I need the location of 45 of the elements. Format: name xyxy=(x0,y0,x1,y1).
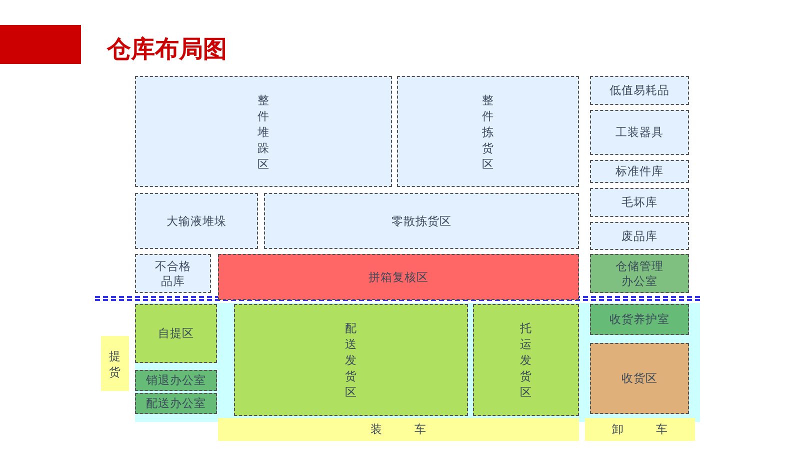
zone-label: 收货养护室 xyxy=(610,312,670,327)
zone-label: 大输液堆垛 xyxy=(166,214,226,228)
storage-room xyxy=(590,110,689,155)
shipping-zone xyxy=(234,304,468,416)
zone-label: 销退办公室 xyxy=(146,373,206,388)
picking-zone xyxy=(397,76,579,187)
storage-room xyxy=(590,160,689,183)
zone-label: 工装器具 xyxy=(616,125,664,140)
title: 仓库布局图 xyxy=(107,34,227,65)
zone-label: 整件拣货区 xyxy=(482,92,494,172)
check-zone xyxy=(218,254,579,300)
zone-label: 拼箱复核区 xyxy=(368,270,428,284)
office-room xyxy=(590,254,689,293)
zone-label: 托运发货区 xyxy=(520,320,532,400)
storage-room xyxy=(135,254,211,293)
zone-label: 毛坏库 xyxy=(622,195,658,210)
zone-label: 卸 车 xyxy=(612,422,668,437)
storage-zone xyxy=(135,193,258,249)
zone-label: 配送发货区 xyxy=(344,320,358,400)
office-room xyxy=(135,370,217,391)
zone-label: 零散拣货区 xyxy=(392,214,452,228)
zone-label: 废品库 xyxy=(622,228,658,244)
zone-label: 不合格品库 xyxy=(154,258,192,288)
picking-zone xyxy=(264,193,579,249)
zone-label: 低值易耗品 xyxy=(610,83,670,98)
zone-label: 收货区 xyxy=(622,371,658,386)
zone-label: 仓储管理办公室 xyxy=(615,258,664,288)
storage-room xyxy=(590,222,689,250)
zone-label: 整件堆跺区 xyxy=(257,92,270,172)
loading-area xyxy=(218,418,579,441)
shipping-zone xyxy=(473,304,579,416)
pickup-zone xyxy=(135,304,217,363)
storage-room xyxy=(590,76,689,105)
zone-label: 装 车 xyxy=(370,422,426,437)
office-room xyxy=(590,304,689,335)
zone-label: 提货 xyxy=(108,348,122,380)
storage-zone xyxy=(135,76,392,187)
zone-label: 自提区 xyxy=(158,326,194,341)
storage-room xyxy=(590,188,689,217)
zone-label: 标准件库 xyxy=(616,164,664,179)
unloading-area xyxy=(585,418,695,441)
pickup-area xyxy=(101,336,129,391)
office-room xyxy=(135,393,217,414)
receiving-zone xyxy=(590,343,689,414)
zone-label: 配送办公室 xyxy=(146,396,206,411)
